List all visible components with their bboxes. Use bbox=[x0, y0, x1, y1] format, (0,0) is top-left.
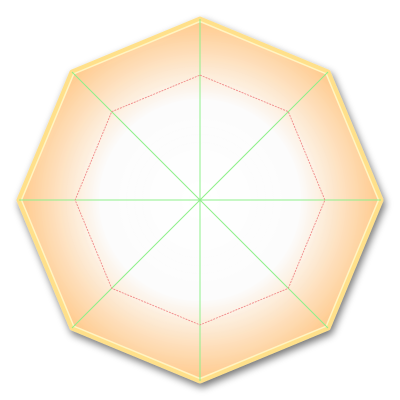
spoke-line bbox=[71, 71, 201, 201]
spoke-line bbox=[71, 199, 201, 329]
inner-octagon bbox=[74, 74, 326, 326]
spoke-line bbox=[199, 199, 329, 329]
spokes bbox=[19, 19, 381, 381]
spoke-line bbox=[199, 71, 329, 201]
